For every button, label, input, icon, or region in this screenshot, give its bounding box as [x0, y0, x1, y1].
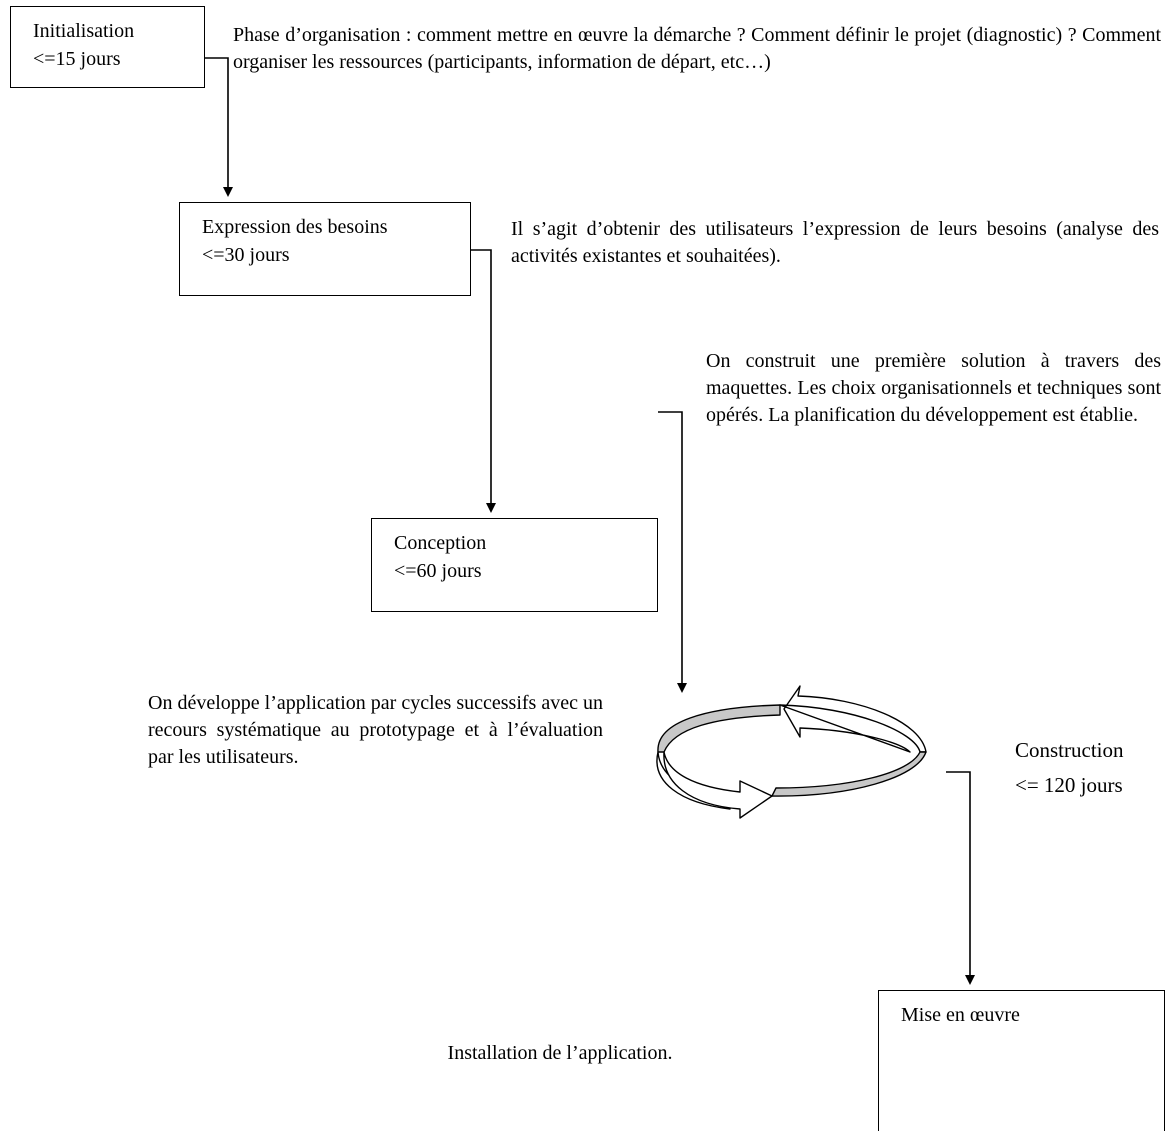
connector-conception-to-construction	[658, 411, 687, 693]
phase-description-mise-en-oeuvre: Installation de l’application.	[447, 1042, 673, 1064]
phase-title-initialisation: Initialisation	[33, 20, 135, 42]
phase-title-conception: Conception	[394, 532, 487, 554]
phase-box-conception: Conception <=60 jours	[371, 518, 658, 612]
construction-cycle-icon	[656, 685, 927, 819]
connector-besoins-to-conception	[471, 249, 496, 513]
phase-description-conception: On construit une première solution à tra…	[706, 350, 1161, 426]
phase-description-initialisation: Phase d’organisation : comment mettre en…	[233, 24, 1161, 73]
phase-title-expression-des-besoins: Expression des besoins	[202, 216, 388, 238]
phase-title-mise-en-oeuvre: Mise en œuvre	[901, 1004, 1020, 1026]
connector-construction-to-mise-en-oeuvre	[946, 771, 975, 985]
phase-description-construction: On développe l’application par cycles su…	[148, 692, 603, 768]
phase-box-expression-des-besoins: Expression des besoins <=30 jours	[179, 202, 471, 296]
connector-initialisation-to-besoins	[205, 57, 233, 197]
phase-duration-conception: <=60 jours	[394, 560, 482, 582]
phase-duration-expression-des-besoins: <=30 jours	[202, 244, 290, 266]
phase-duration-construction: <= 120 jours	[1015, 773, 1123, 797]
phase-description-expression-des-besoins: Il s’agit d’obtenir des utilisateurs l’e…	[511, 218, 1159, 267]
phase-box-mise-en-oeuvre: Mise en œuvre	[878, 990, 1165, 1131]
phase-title-construction: Construction	[1015, 738, 1124, 762]
phase-duration-initialisation: <=15 jours	[33, 48, 121, 70]
phase-box-initialisation: Initialisation <=15 jours	[10, 6, 205, 88]
